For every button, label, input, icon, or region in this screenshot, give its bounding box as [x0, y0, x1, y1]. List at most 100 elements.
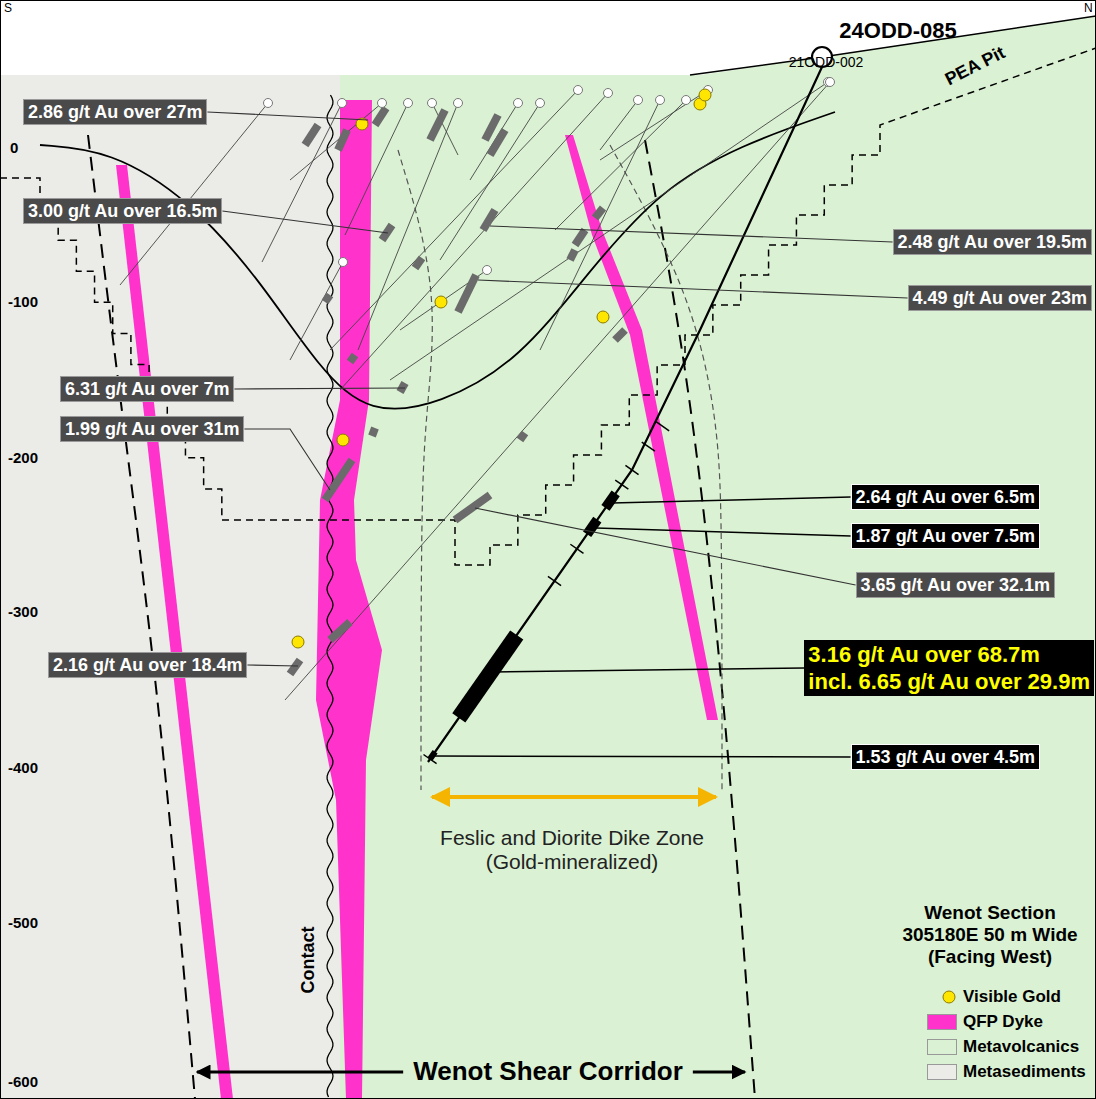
grade-text: 6.31 g/t Au over 7m — [65, 378, 229, 400]
collar — [378, 99, 387, 108]
drill-hole — [470, 103, 518, 180]
visible-gold — [435, 296, 447, 308]
grade-text: 1.99 g/t Au over 31m — [65, 418, 239, 440]
collar — [454, 99, 463, 108]
collar — [604, 89, 613, 98]
leader-line — [490, 226, 893, 242]
grade-text: 2.86 g/t Au over 27m — [28, 101, 202, 123]
legend-item: Metasediments — [927, 1059, 1088, 1084]
grade-callout: 4.49 g/t Au over 23m — [908, 285, 1092, 311]
grade-interval — [330, 622, 350, 640]
collar — [574, 86, 583, 95]
section-label: Feslic and Diorite Dike Zone (Gold-miner… — [430, 826, 715, 874]
sample-tick — [625, 465, 638, 474]
main-drill-hole — [428, 67, 822, 762]
grade-callout: 3.00 g/t Au over 16.5m — [23, 198, 222, 224]
visible-gold — [699, 89, 711, 101]
grade-text: 2.16 g/t Au over 18.4m — [53, 654, 242, 676]
grade-callout: 1.53 g/t Au over 4.5m — [851, 744, 1040, 770]
grade-text: 3.16 g/t Au over 68.7m — [808, 641, 1090, 668]
corridor-arrow — [693, 1071, 745, 1074]
grade-interval — [483, 210, 495, 230]
grade-interval — [485, 115, 498, 140]
depth-label: -600 — [8, 1073, 38, 1090]
legend-swatch — [927, 1014, 957, 1030]
zone-arrow — [432, 795, 716, 799]
grade-interval — [325, 295, 330, 302]
sample-tick — [570, 544, 583, 553]
grade-interval — [338, 130, 347, 150]
drill-hole — [540, 100, 660, 350]
leader-line — [432, 756, 851, 757]
legend-text: Visible Gold — [963, 987, 1088, 1007]
collar — [483, 266, 492, 275]
grade-text: 2.48 g/t Au over 19.5m — [898, 231, 1087, 253]
drill-hole — [290, 103, 382, 180]
sample-tick — [548, 576, 561, 585]
section-label: Contact — [298, 927, 319, 994]
grade-callout: 6.31 g/t Au over 7m — [60, 376, 234, 402]
grade-interval — [595, 208, 603, 218]
legend-item: Visible Gold — [927, 984, 1088, 1009]
shear-boundary — [88, 135, 195, 1099]
leader-line — [244, 429, 330, 490]
grade-callout: 2.86 g/t Au over 27m — [23, 99, 207, 125]
leader-line — [596, 528, 851, 536]
grade-callout: 3.65 g/t Au over 32.1m — [856, 572, 1055, 598]
grade-interval — [615, 330, 625, 340]
grade-text: 1.53 g/t Au over 4.5m — [856, 746, 1035, 768]
grade-interval — [459, 635, 517, 718]
leader-line — [492, 668, 804, 672]
collar — [826, 78, 835, 87]
grade-callout: 2.48 g/t Au over 19.5m — [893, 229, 1092, 255]
collar — [339, 258, 348, 267]
collar — [682, 96, 691, 105]
grade-callout: 2.64 g/t Au over 6.5m — [851, 484, 1040, 510]
grade-interval — [520, 433, 525, 440]
drill-hole — [345, 103, 408, 235]
grade-text: 3.65 g/t Au over 32.1m — [861, 574, 1050, 596]
grade-text: 1.87 g/t Au over 7.5m — [856, 525, 1035, 547]
legend-text: QFP Dyke — [963, 1012, 1088, 1032]
drill-hole — [358, 103, 458, 350]
section-label: 21ODD-002 — [789, 54, 864, 70]
legend-item: QFP Dyke — [927, 1009, 1088, 1034]
drill-hole — [400, 270, 487, 330]
leader-line — [222, 211, 388, 233]
pit-shell — [0, 48, 1096, 565]
grade-interval — [575, 230, 585, 245]
collar — [264, 99, 273, 108]
grade-callout: 1.99 g/t Au over 31m — [60, 416, 244, 442]
legend-swatch — [927, 1039, 957, 1055]
depth-label: -400 — [8, 759, 38, 776]
leader-line — [475, 508, 856, 585]
sample-tick — [656, 422, 669, 431]
depth-label: -500 — [8, 914, 38, 931]
grade-interval — [375, 108, 386, 125]
legend-text: Metasediments — [963, 1062, 1088, 1082]
leader-line — [612, 497, 851, 503]
metavolcanics-area — [340, 16, 1096, 1099]
drill-hole — [290, 262, 343, 360]
grade-text: 4.49 g/t Au over 23m — [913, 287, 1087, 309]
collar — [634, 96, 643, 105]
section-label: S — [4, 2, 12, 16]
leader-line — [247, 665, 298, 666]
leader-line — [207, 112, 368, 120]
surface-line — [690, 16, 1096, 75]
collar — [404, 99, 413, 108]
section-label: 24ODD-085 — [839, 18, 956, 43]
sample-tick — [615, 480, 628, 489]
collar — [656, 96, 665, 105]
corridor-arrow — [197, 1071, 403, 1074]
legend-swatch — [927, 1064, 957, 1080]
grade-interval — [415, 258, 422, 268]
grade-text: 2.64 g/t Au over 6.5m — [856, 486, 1035, 508]
drill-hole — [600, 100, 638, 150]
grade-interval — [490, 130, 505, 155]
legend-item: Metavolcanics — [927, 1034, 1088, 1059]
drill-hole — [120, 103, 268, 285]
contact-line — [327, 95, 333, 1097]
depth-label: -200 — [8, 449, 38, 466]
